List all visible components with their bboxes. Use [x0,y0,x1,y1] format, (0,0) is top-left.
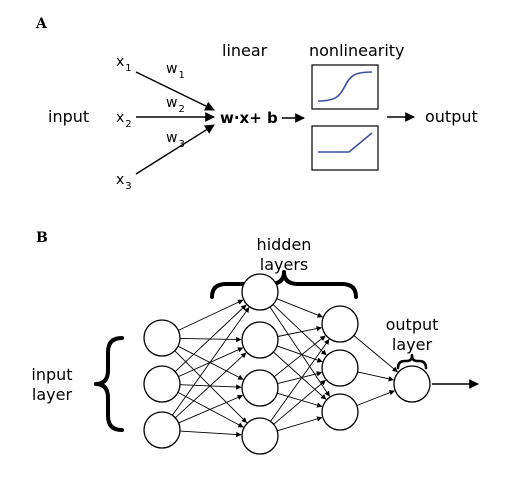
hidden-label-2: layers [260,255,308,274]
edge-l0-1-to-3 [177,392,244,428]
nonlinearity-label: nonlinearity [309,41,405,60]
relu-curve [318,132,373,153]
node-layer2-1 [321,349,359,387]
input-x2: x2 [116,110,132,130]
node-layer1-0 [241,273,279,311]
edge-l0-2-to-0 [172,307,250,416]
node-layer2-0 [321,305,359,343]
arrow-x3 [135,124,215,175]
edge-l1-2-to-2 [277,392,323,408]
edge-l1-1-to-0 [277,326,322,337]
hidden-label-1: hidden [257,235,312,254]
x2-var: x [116,110,124,126]
sigmoid-curve [317,71,373,102]
edge-l2-1-to-0 [357,371,395,382]
node-layer2-2 [321,393,359,431]
svg-text:w3: w3 [166,130,185,150]
linear-expression: w·x+ b [220,109,278,127]
edge-l1-3-to-0 [270,339,330,422]
edge-l0-2-to-3 [179,430,242,438]
hidden-layers-brace [210,270,358,299]
edge-l0-0-to-2 [177,345,244,380]
panel-a-label: A [35,16,48,32]
input-label: input [48,107,89,126]
edge-l2-0-to-0 [353,335,398,373]
x3-var: x [116,172,124,188]
network-nodes [143,273,431,455]
input-layer-brace [94,336,124,432]
output-layer-label-1: output [386,315,439,334]
sigmoid-box [311,64,379,110]
svg-text:x3: x3 [116,172,132,192]
input-layer-label-2: layer [32,385,73,404]
node-layer1-2 [241,369,279,407]
node-layer0-0 [143,319,181,357]
w3-var: w [166,130,177,146]
svg-text:x1: x1 [116,54,132,74]
x1-sub: 1 [125,63,131,74]
edge-l2-2-to-0 [356,390,395,406]
w2-var: w [166,95,177,111]
output-label: output [425,107,478,126]
input-x1: x1 [116,54,132,74]
edge-l1-0-to-1 [272,304,327,356]
edge-l0-0-to-3 [174,350,247,423]
w1-sub: 1 [178,70,184,81]
svg-text:w1: w1 [166,61,185,81]
node-layer0-1 [143,365,181,403]
input-layer-label-1: input [31,365,72,384]
svg-text:w2: w2 [166,95,185,115]
node-layer1-1 [241,321,279,359]
node-layer1-3 [241,417,279,455]
network-edges [172,298,398,438]
linear-label: linear [222,41,268,60]
edge-l0-2-to-2 [178,394,243,424]
edge-l1-3-to-2 [277,416,323,432]
edge-l1-0-to-0 [276,298,323,318]
w3-sub: 3 [178,139,184,150]
w1-var: w [166,61,177,77]
edge-l0-0-to-0 [178,299,244,331]
edge-l0-2-to-1 [174,352,247,419]
node-layer3-0 [393,365,431,403]
edge-l1-1-to-2 [273,351,327,400]
edge-l1-2-to-0 [273,335,326,378]
svg-text:x2: x2 [116,110,132,130]
x1-var: x [116,54,124,70]
output-layer-label-2: layer [392,335,433,354]
edge-l1-3-to-1 [273,379,326,425]
x3-sub: 3 [125,181,131,192]
relu-box [311,125,379,171]
x2-sub: 2 [125,119,131,130]
output-layer-brace [396,353,428,370]
w2-sub: 2 [178,104,184,115]
edge-l0-1-to-0 [174,304,247,373]
panel-b-label: B [36,230,48,246]
input-x3: x3 [116,172,132,192]
edge-l1-0-to-2 [269,306,330,397]
node-layer0-2 [143,411,181,449]
edge-l1-2-to-1 [277,371,323,385]
arrow-x1 [135,71,215,111]
